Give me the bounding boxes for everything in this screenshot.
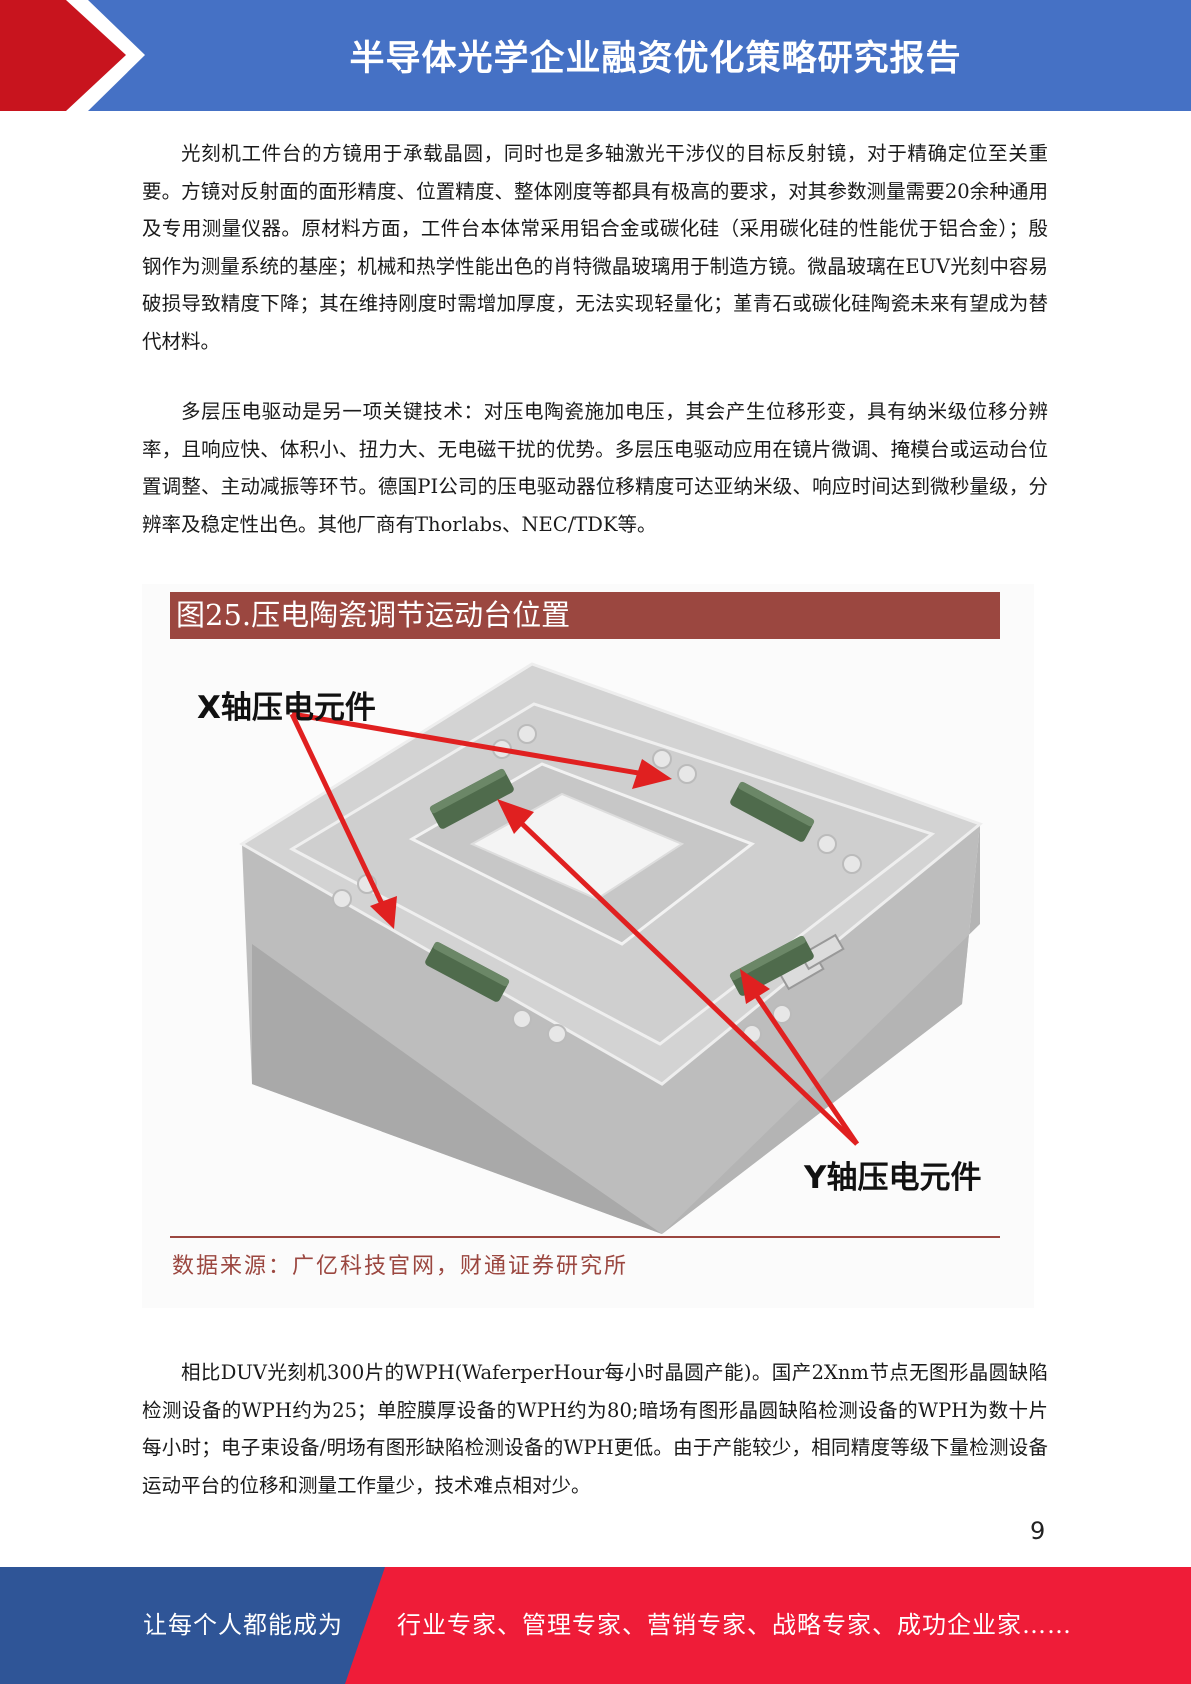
page-footer: 让每个人都能成为 行业专家、管理专家、营销专家、战略专家、成功企业家…… — [0, 1567, 1191, 1684]
footer-slogan-right: 行业专家、管理专家、营销专家、战略专家、成功企业家…… — [397, 1611, 1072, 1639]
y-axis-piezo-label: Y轴压电元件 — [804, 1160, 982, 1196]
footer-background — [0, 1567, 1191, 1684]
figure-source: 数据来源：广亿科技官网，财通证券研究所 — [172, 1254, 629, 1279]
motion-stage-illustration — [239, 662, 984, 1234]
pointer-arrows — [289, 711, 860, 1146]
page-number: 9 — [1030, 1517, 1046, 1545]
header-chevron-decoration — [0, 0, 145, 111]
paragraph-3: 相比DUV光刻机300片的WPH(WaferperHour每小时晶圆产能)。国产… — [142, 1361, 1048, 1497]
figure-25: 图25.压电陶瓷调节运动台位置 — [142, 584, 1034, 1308]
figure-title: 图25.压电陶瓷调节运动台位置 — [170, 592, 1000, 639]
page-header: 半导体光学企业融资优化策略研究报告 — [0, 0, 1191, 111]
paragraph-1: 光刻机工件台的方镜用于承载晶圆，同时也是多轴激光干涉仪的目标反射镜，对于精确定位… — [142, 142, 1048, 353]
report-title: 半导体光学企业融资优化策略研究报告 — [349, 39, 962, 79]
x-axis-piezo-label: X轴压电元件 — [197, 690, 376, 726]
footer-slogan-left: 让每个人都能成为 — [143, 1611, 343, 1639]
paragraph-2: 多层压电驱动是另一项关键技术：对压电陶瓷施加电压，其会产生位移形变，具有纳米级位… — [142, 400, 1048, 536]
figure-divider — [170, 1236, 1000, 1238]
